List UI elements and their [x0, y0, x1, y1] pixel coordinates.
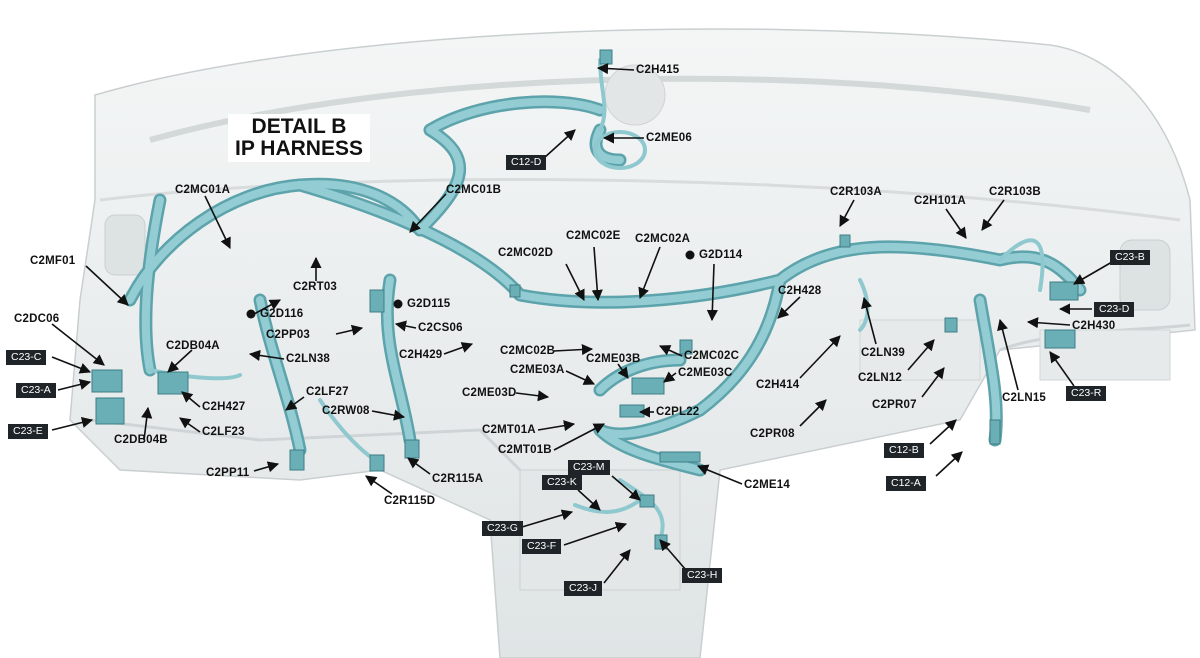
label-c2mc02b: C2MC02B — [500, 345, 556, 357]
label-c2h427: C2H427 — [202, 401, 246, 413]
label-c2pp03: C2PP03 — [266, 329, 311, 341]
label-c2me03b: C2ME03B — [586, 353, 641, 365]
label-c2db04a: C2DB04A — [166, 340, 220, 352]
label-c2mc01a: C2MC01A — [175, 184, 231, 196]
label-c2ln12: C2LN12 — [858, 372, 903, 384]
label-c2me03c: C2ME03C — [678, 367, 733, 379]
label-c23-j: C23-J — [564, 581, 603, 596]
label-c2cs06: C2CS06 — [418, 322, 463, 334]
label-c2lf23: C2LF23 — [202, 426, 245, 438]
label-c2ln39: C2LN39 — [861, 347, 906, 359]
label-g2d114: G2D114 — [699, 249, 743, 261]
detail-title-line1: DETAIL B — [251, 115, 347, 138]
label-c23-a: C23-A — [16, 383, 56, 398]
label-c2h415: C2H415 — [636, 64, 680, 76]
label-c2r103a: C2R103A — [830, 186, 882, 198]
label-c2pr07: C2PR07 — [872, 399, 917, 411]
label-c2me14: C2ME14 — [744, 479, 790, 491]
label-c12-a: C12-A — [886, 476, 926, 491]
label-c2mt01a: C2MT01A — [482, 424, 536, 436]
g2d114-dot — [685, 250, 695, 260]
g2d115-dot — [393, 299, 403, 309]
label-c23-h: C23-H — [682, 568, 723, 583]
label-g2d116: G2D116 — [260, 308, 304, 320]
label-c23-k: C23-K — [542, 475, 582, 490]
label-c2rt03: C2RT03 — [293, 281, 338, 293]
connector-blocks — [91, 49, 1079, 550]
label-c23-f: C23-F — [522, 539, 562, 554]
label-c23-d: C23-D — [1094, 302, 1135, 317]
label-g2d115: G2D115 — [407, 298, 451, 310]
detail-title: DETAIL B IP HARNESS — [228, 114, 370, 162]
label-c12-d: C12-D — [506, 155, 547, 170]
detail-title-line2: IP HARNESS — [235, 137, 363, 160]
label-c2r103b: C2R103B — [989, 186, 1041, 198]
label-c2me06: C2ME06 — [646, 132, 692, 144]
label-c2lf27: C2LF27 — [306, 386, 349, 398]
label-c2h430: C2H430 — [1072, 320, 1116, 332]
g2d116-dot — [246, 309, 256, 319]
label-c2rw08: C2RW08 — [322, 405, 370, 417]
label-c2mt01b: C2MT01B — [498, 444, 552, 456]
label-c2mc02e: C2MC02E — [566, 230, 621, 242]
harness-trunks — [123, 58, 1087, 542]
label-c2db04b: C2DB04B — [114, 434, 168, 446]
label-c2pl22: C2PL22 — [656, 406, 700, 418]
label-c2mc02a: C2MC02A — [635, 233, 691, 245]
label-c2mf01: C2MF01 — [30, 255, 76, 267]
label-c23-m: C23-M — [568, 460, 610, 475]
label-c2r115a: C2R115A — [432, 473, 484, 485]
label-c23-b: C23-B — [1110, 250, 1150, 265]
label-c23-g: C23-G — [482, 521, 523, 536]
label-c2pr08: C2PR08 — [750, 428, 795, 440]
label-c2me03d: C2ME03D — [462, 387, 517, 399]
label-c2mc01b: C2MC01B — [446, 184, 502, 196]
label-c2h428: C2H428 — [778, 285, 822, 297]
label-c2ln38: C2LN38 — [286, 353, 331, 365]
label-c12-b: C12-B — [884, 443, 924, 458]
label-c2me03a: C2ME03A — [510, 364, 565, 376]
label-c2r115d: C2R115D — [384, 495, 436, 507]
leader-arrows — [51, 62, 1113, 584]
ground-dots — [246, 250, 695, 319]
label-c23-r: C23-R — [1066, 386, 1107, 401]
label-c2pp11: C2PP11 — [206, 467, 250, 479]
label-c23-c: C23-C — [6, 350, 47, 365]
label-c2mc02d: C2MC02D — [498, 247, 554, 259]
label-c2mc02c: C2MC02C — [684, 350, 740, 362]
label-c23-e: C23-E — [8, 424, 48, 439]
label-c2h101a: C2H101A — [914, 195, 966, 207]
label-c2h429: C2H429 — [399, 349, 443, 361]
label-c2dc06: C2DC06 — [14, 313, 60, 325]
label-c2ln15: C2LN15 — [1002, 392, 1047, 404]
label-c2h414: C2H414 — [756, 379, 800, 391]
